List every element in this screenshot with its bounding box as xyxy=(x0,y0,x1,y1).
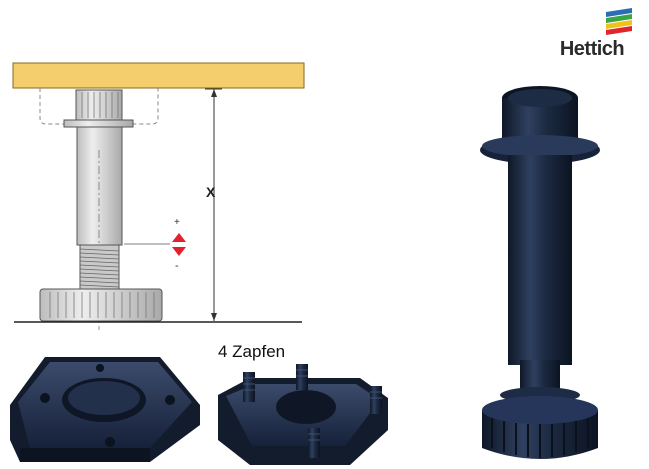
top-cap xyxy=(75,89,123,121)
foot-ribs xyxy=(49,292,155,318)
mounting-plate-render xyxy=(10,357,200,462)
tube xyxy=(76,126,123,246)
pin-plate-render xyxy=(218,364,388,465)
dimension-label: X xyxy=(206,184,216,200)
leg-product-render xyxy=(480,86,600,459)
pins-caption: 4 Zapfen xyxy=(218,342,286,361)
adjust-minus-label: - xyxy=(175,260,179,272)
brand-logo: Hettich xyxy=(544,8,640,64)
thread-lines xyxy=(79,248,120,288)
adjust-plus-label: + xyxy=(174,217,180,228)
shelf-board xyxy=(12,62,305,89)
top-cap-ribs xyxy=(81,92,119,118)
adjust-down-arrow-icon xyxy=(172,247,186,256)
foot-base xyxy=(39,288,163,322)
brand-stripes-icon xyxy=(606,8,632,35)
dimension-arrow-bottom xyxy=(211,313,217,321)
brand-name: Hettich xyxy=(559,38,625,60)
dimension-arrow-top xyxy=(211,89,217,97)
adjust-up-arrow-icon xyxy=(172,233,186,242)
flange xyxy=(63,119,134,128)
threaded-rod xyxy=(79,244,120,291)
